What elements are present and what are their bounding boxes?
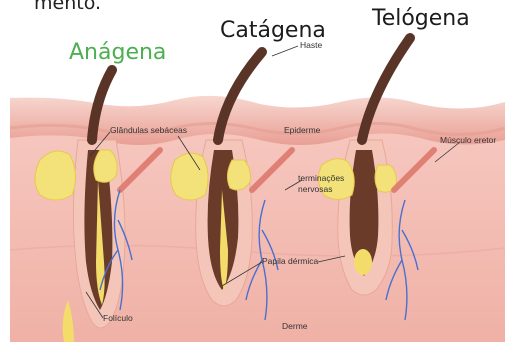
anagen-gland-2 — [94, 150, 117, 182]
catagen-title: Catágena — [220, 20, 326, 42]
catagen-sebaceous-gland — [171, 153, 208, 200]
label-derme: Derme — [282, 322, 308, 331]
label-papila: Papila dérmica — [262, 257, 318, 266]
anagen-sebaceous-gland — [35, 151, 76, 200]
telogen-club — [354, 249, 372, 275]
telogen-title: Telógena — [372, 8, 470, 30]
label-terminacoes-2: nervosas — [298, 185, 333, 194]
label-foliculo: Folículo — [103, 314, 133, 323]
top-cut-text: mento. — [34, 0, 101, 13]
label-glandulas: Glândulas sebáceas — [110, 126, 187, 135]
label-musculo: Músculo eretor — [440, 136, 496, 145]
label-terminacoes-1: terminações — [298, 174, 344, 183]
catagen-gland-2 — [227, 160, 250, 190]
label-epiderme: Epiderme — [284, 126, 320, 135]
label-haste: Haste — [300, 41, 322, 50]
anagen-title: Anágena — [69, 42, 166, 64]
